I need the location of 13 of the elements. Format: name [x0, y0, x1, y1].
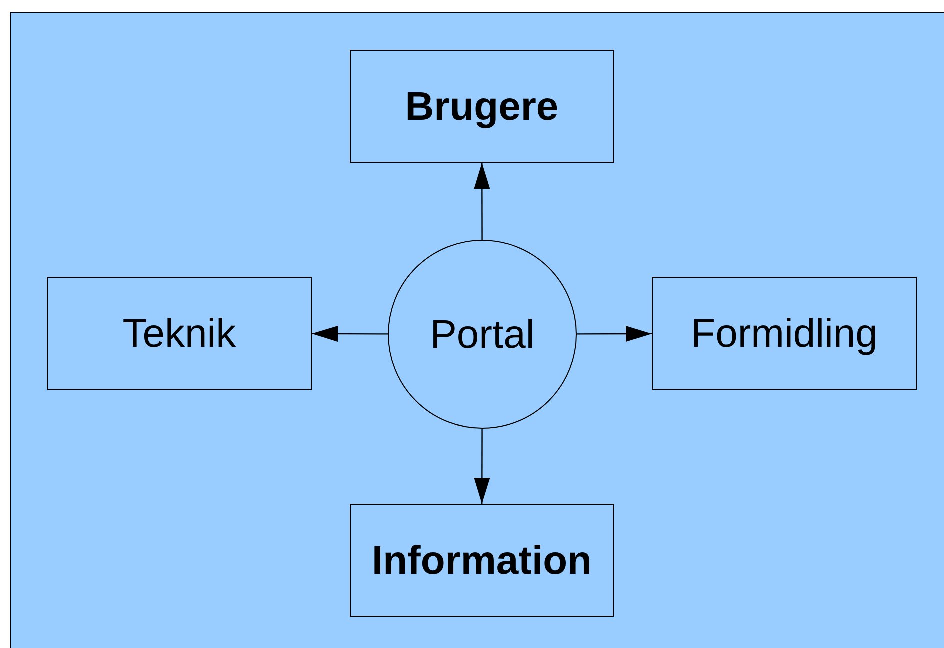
node-label: Formidling: [691, 314, 878, 354]
node-label: Brugere: [405, 86, 559, 126]
box: [47, 277, 312, 390]
node-label: Information: [372, 540, 592, 580]
box: [652, 277, 917, 390]
box: [350, 50, 614, 163]
arrow: [474, 163, 490, 240]
box: [350, 504, 614, 617]
arrow: [577, 326, 652, 342]
node-label: Portal: [430, 314, 535, 354]
arrow: [474, 429, 490, 504]
arrow: [312, 326, 388, 342]
node-label: Teknik: [122, 314, 236, 354]
